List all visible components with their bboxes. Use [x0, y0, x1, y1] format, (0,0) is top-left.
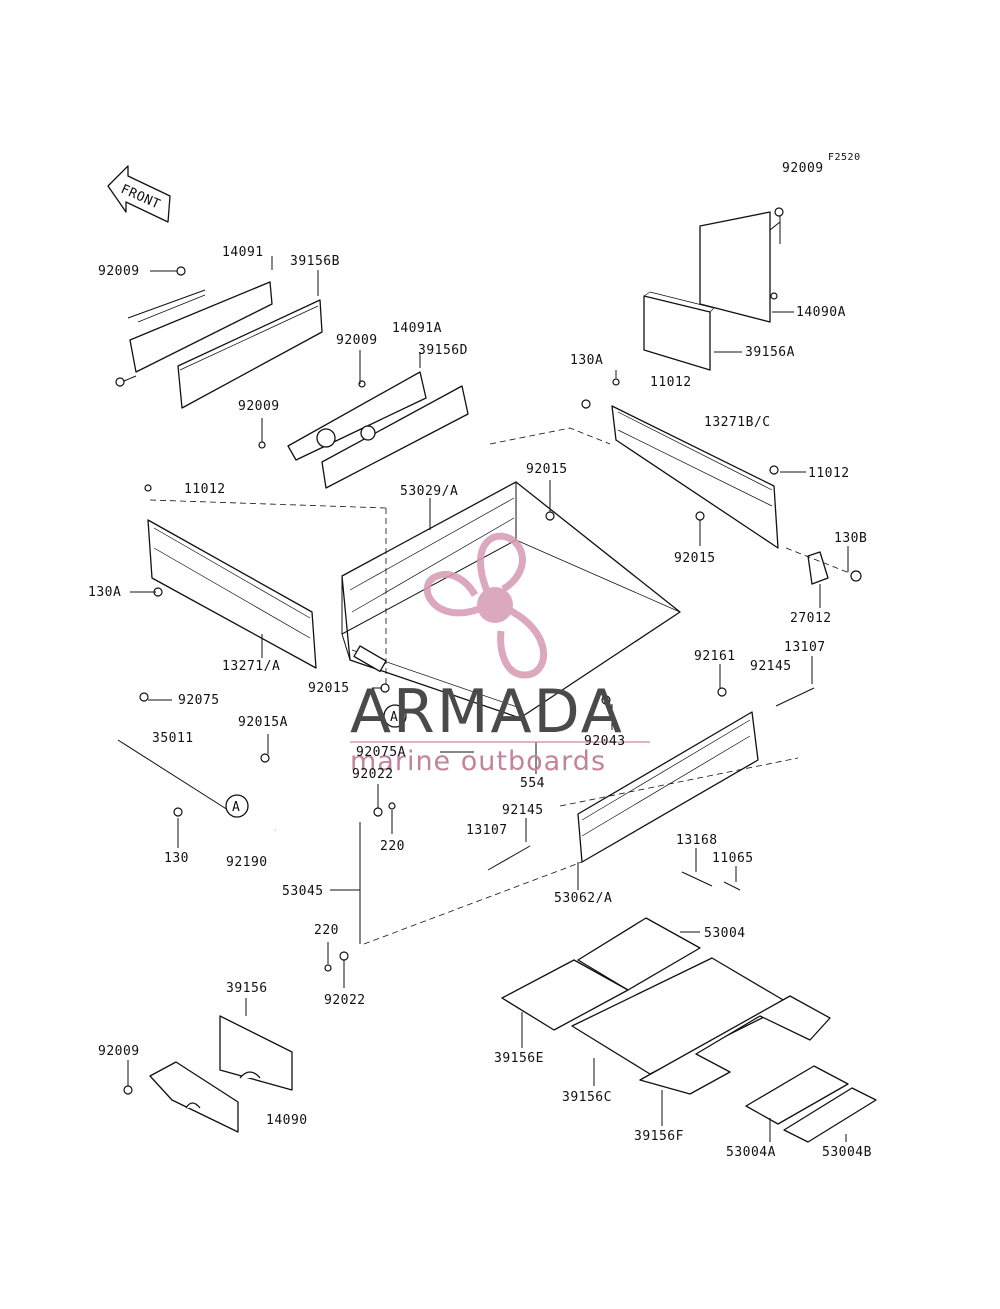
callout-a-bed: A [383, 704, 407, 728]
watermark-tagline: marine outboards [350, 746, 606, 777]
label-13271BC: 13271B/C [704, 415, 771, 430]
label-92075: 92075 [178, 693, 220, 708]
front-direction-arrow: FRONT [107, 165, 171, 223]
leader-lines [127, 256, 849, 1142]
label-53004B: 53004B [822, 1145, 872, 1160]
rod-35011 [117, 692, 270, 817]
label-130B: 130B [834, 531, 867, 546]
label-14091: 14091 [222, 245, 264, 260]
callout-a-label: A [232, 800, 240, 815]
side-pad-39156D [321, 385, 469, 489]
label-13271A: 13271/A [222, 659, 280, 674]
label-130A: 130A [88, 585, 121, 600]
side-pad-39156 [219, 1015, 293, 1091]
label-92015: 92015 [674, 551, 716, 566]
pin-13107-right [775, 687, 815, 707]
label-92015: 92015 [526, 462, 568, 477]
label-39156B: 39156B [290, 254, 340, 269]
side-pad-39156B [177, 299, 323, 409]
label-92009: 92009 [98, 1044, 140, 1059]
pin-13107-mid [487, 845, 531, 871]
mat-39156F [639, 995, 831, 1095]
label-554: 554 [520, 776, 545, 791]
label-53045: 53045 [282, 884, 324, 899]
tail-gate-53062A [559, 687, 799, 863]
label-27012: 27012 [790, 611, 832, 626]
label-92190: 92190 [226, 855, 268, 870]
cable-53045 [324, 802, 583, 972]
label-130: 130 [164, 851, 189, 866]
label-39156D: 39156D [418, 343, 468, 358]
label-92145: 92145 [750, 659, 792, 674]
label-39156: 39156 [226, 981, 268, 996]
label-53004A: 53004A [726, 1145, 776, 1160]
label-92022: 92022 [324, 993, 366, 1008]
label-14091A: 14091A [392, 321, 442, 336]
mat-53004B [783, 1087, 877, 1143]
label-92145: 92145 [502, 803, 544, 818]
watermark-brand: ARMADA [350, 677, 624, 747]
label-13107: 13107 [466, 823, 508, 838]
label-92043: 92043 [584, 734, 626, 749]
label-39156E: 39156E [494, 1051, 544, 1066]
hinge-27012 [785, 547, 862, 585]
label-92009: 92009 [336, 333, 378, 348]
label-14090A: 14090A [796, 305, 846, 320]
label-92009: 92009 [98, 264, 140, 279]
label-13168: 13168 [676, 833, 718, 848]
callout-a-rod: A [225, 794, 249, 818]
label-11065: 11065 [712, 851, 754, 866]
side-gate-13271A [144, 484, 387, 684]
label-92009: 92009 [238, 399, 280, 414]
label-11012: 11012 [808, 466, 850, 481]
label-53062A: 53062/A [554, 891, 612, 906]
callout-a-label: A [390, 710, 398, 725]
figure-code: F2520 [828, 152, 861, 163]
label-220: 220 [380, 839, 405, 854]
label-53029A: 53029/A [400, 484, 458, 499]
side-cover-14091 [115, 281, 273, 387]
label-11012: 11012 [650, 375, 692, 390]
side-cover-14090 [123, 1061, 239, 1133]
label-92161: 92161 [694, 649, 736, 664]
side-gate-13271BC [581, 378, 779, 549]
label-92009: 92009 [782, 161, 824, 176]
label-11012: 11012 [184, 482, 226, 497]
mat-53004A [745, 1065, 849, 1125]
label-14090: 14090 [266, 1113, 308, 1128]
mat-39156E [501, 959, 629, 1031]
label-92015A: 92015A [238, 715, 288, 730]
label-39156A: 39156A [745, 345, 795, 360]
side-pad-39156A [643, 291, 715, 371]
label-92022: 92022 [352, 767, 394, 782]
label-13107: 13107 [784, 640, 826, 655]
pin-13168 [681, 871, 713, 887]
label-39156F: 39156F [634, 1129, 684, 1144]
label-220: 220 [314, 923, 339, 938]
label-130A: 130A [570, 353, 603, 368]
label-39156C: 39156C [562, 1090, 612, 1105]
label-53004: 53004 [704, 926, 746, 941]
pin-11065 [723, 881, 741, 891]
bolt-92009-left [150, 266, 186, 276]
bolt-92009-top [774, 207, 784, 217]
label-35011: 35011 [152, 731, 194, 746]
label-92015: 92015 [308, 681, 350, 696]
side-cover-14090A [699, 211, 781, 323]
label-92075A: 92075A [356, 745, 406, 760]
propeller-logo [423, 532, 548, 679]
